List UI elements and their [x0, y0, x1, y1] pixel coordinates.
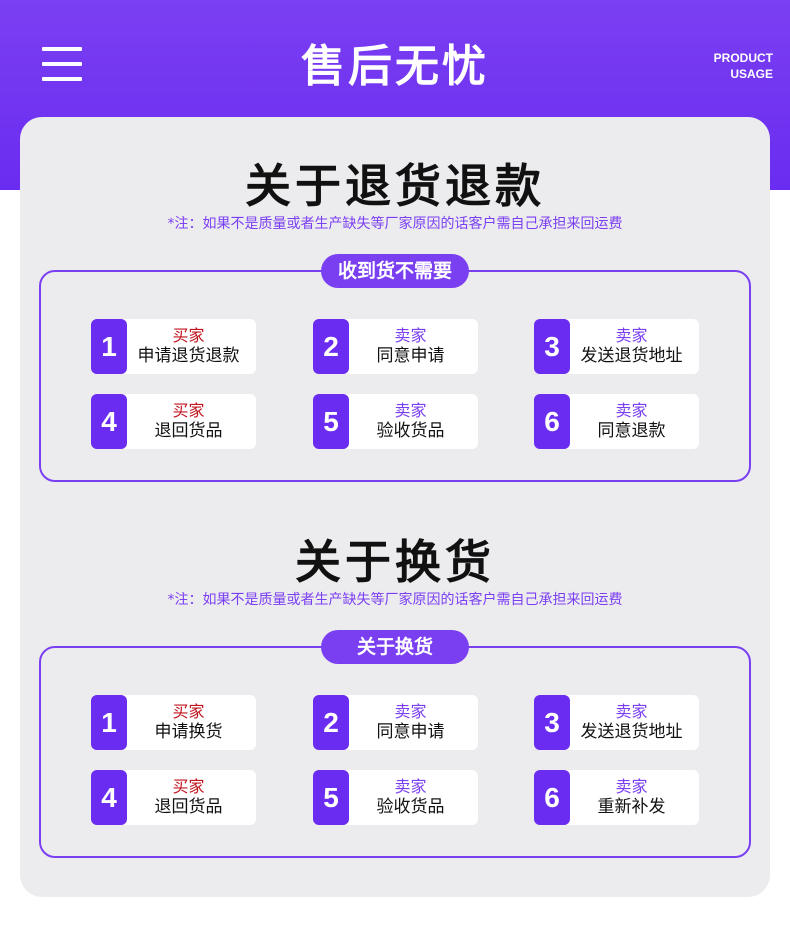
header-subtitle: PRODUCT USAGE: [714, 50, 773, 82]
step-role: 卖家: [615, 702, 648, 721]
step-body: 买家退回货品: [121, 770, 256, 825]
step-action: 同意申请: [376, 722, 445, 742]
menu-bar: [42, 47, 82, 51]
step-body: 买家申请换货: [121, 695, 256, 750]
step-number: 4: [91, 770, 127, 825]
step-action: 申请退货退款: [137, 346, 240, 366]
exchange-steps-box: [39, 646, 751, 858]
step-role: 卖家: [615, 326, 648, 345]
step-role: 卖家: [615, 777, 648, 796]
step-role: 买家: [172, 326, 205, 345]
step-number: 3: [534, 695, 570, 750]
step-body: 卖家验收货品: [343, 770, 478, 825]
step-number: 3: [534, 319, 570, 374]
header-subtitle-line1: PRODUCT: [713, 51, 773, 65]
step-role: 买家: [172, 702, 205, 721]
step-action: 发送退货地址: [580, 346, 683, 366]
step-body: 买家申请退货退款: [121, 319, 256, 374]
exchange-pill-label: 关于换货: [321, 630, 469, 664]
step-body: 卖家同意退款: [564, 394, 699, 449]
step-number: 4: [91, 394, 127, 449]
step-role: 买家: [172, 777, 205, 796]
step-number: 1: [91, 695, 127, 750]
step-number: 2: [313, 695, 349, 750]
step-action: 同意申请: [376, 346, 445, 366]
step-body: 卖家重新补发: [564, 770, 699, 825]
refund-steps-box: [39, 270, 751, 482]
step-action: 验收货品: [376, 797, 445, 817]
step-action: 验收货品: [376, 421, 445, 441]
step-number: 6: [534, 770, 570, 825]
exchange-section-note: *注：如果不是质量或者生产缺失等厂家原因的话客户需自己承担来回运费: [167, 592, 623, 608]
menu-icon[interactable]: [42, 47, 82, 81]
page-title: 售后无忧: [301, 41, 489, 92]
step-role: 卖家: [394, 401, 427, 420]
exchange-section-title: 关于换货: [295, 535, 495, 589]
step-body: 买家退回货品: [121, 394, 256, 449]
step-role: 卖家: [394, 777, 427, 796]
step-action: 发送退货地址: [580, 722, 683, 742]
step-action: 重新补发: [597, 797, 666, 817]
step-body: 卖家发送退货地址: [564, 695, 699, 750]
step-action: 退回货品: [154, 421, 223, 441]
step-number: 2: [313, 319, 349, 374]
step-role: 卖家: [615, 401, 648, 420]
refund-pill-label: 收到货不需要: [321, 254, 469, 288]
step-body: 卖家验收货品: [343, 394, 478, 449]
step-role: 卖家: [394, 702, 427, 721]
content-card: [20, 117, 770, 897]
step-number: 6: [534, 394, 570, 449]
menu-bar: [42, 77, 82, 81]
step-action: 退回货品: [154, 797, 223, 817]
step-role: 买家: [172, 401, 205, 420]
header-subtitle-line2: USAGE: [730, 67, 773, 81]
step-body: 卖家同意申请: [343, 319, 478, 374]
step-number: 5: [313, 770, 349, 825]
step-body: 卖家发送退货地址: [564, 319, 699, 374]
step-body: 卖家同意申请: [343, 695, 478, 750]
step-action: 申请换货: [154, 722, 223, 742]
menu-bar: [42, 62, 82, 66]
step-role: 卖家: [394, 326, 427, 345]
step-number: 5: [313, 394, 349, 449]
step-number: 1: [91, 319, 127, 374]
refund-section-title: 关于退货退款: [245, 159, 545, 213]
step-action: 同意退款: [597, 421, 666, 441]
refund-section-note: *注：如果不是质量或者生产缺失等厂家原因的话客户需自己承担来回运费: [167, 216, 623, 232]
